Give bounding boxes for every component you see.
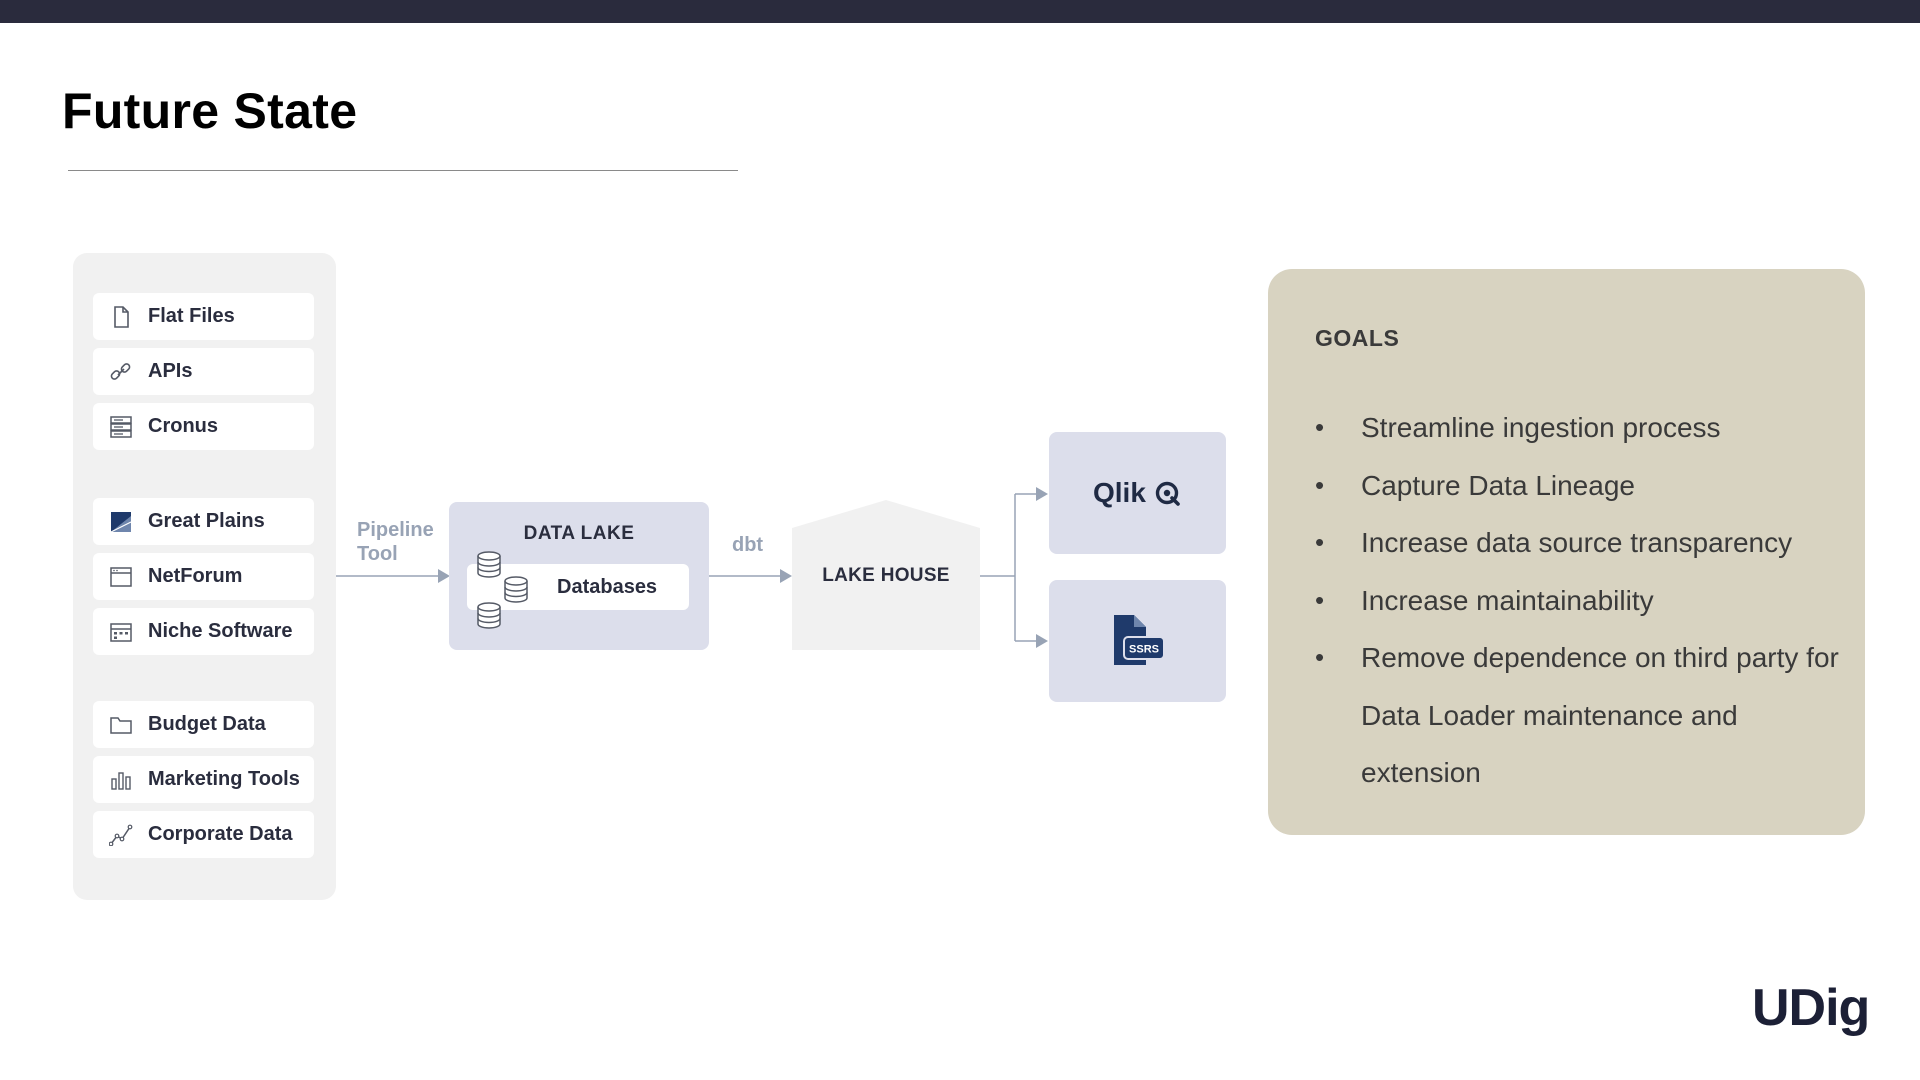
- svg-text:Qlik: Qlik: [1093, 477, 1146, 508]
- goal-item: •Increase data source transparency: [1315, 527, 1793, 558]
- source-item-label: Great Plains: [148, 510, 265, 532]
- source-item-label: Niche Software: [148, 620, 293, 642]
- goals-heading: GOALS: [1315, 325, 1400, 351]
- great-plains-icon: [108, 509, 134, 535]
- pipeline-tool-label: Pipeline Tool: [357, 519, 434, 565]
- goal-text: Remove dependence on third party for Dat…: [1361, 642, 1839, 788]
- api-link-icon: [108, 359, 134, 385]
- source-item-cronus: Cronus: [93, 403, 314, 450]
- databases-label: Databases: [557, 576, 658, 598]
- source-item-apis: APIs: [93, 348, 314, 395]
- databases-chip: Databases: [467, 564, 689, 610]
- source-systems-panel: Flat Files APIs Cronus Great Plains NetF…: [73, 253, 336, 900]
- data-lake-title: DATA LAKE: [523, 523, 635, 544]
- goal-text: Increase maintainability: [1361, 584, 1654, 616]
- pipeline-arrow: [336, 569, 450, 583]
- source-item-netforum: NetForum: [93, 553, 314, 600]
- title-divider: [68, 170, 738, 171]
- database-stack-icon: [477, 551, 528, 629]
- qlik-tool-box: Qlik: [1049, 432, 1226, 554]
- dbt-label: dbt: [732, 534, 764, 556]
- dbt-arrow: [709, 569, 792, 583]
- goal-text: Streamline ingestion process: [1361, 412, 1721, 443]
- source-item-label: Cronus: [148, 415, 218, 437]
- source-item-label: NetForum: [148, 565, 243, 587]
- goal-item: •Remove dependence on third party for Da…: [1315, 642, 1839, 788]
- bar-chart-icon: [108, 767, 134, 793]
- source-item-label: Marketing Tools: [148, 768, 300, 790]
- goal-item: •Increase maintainability: [1315, 584, 1654, 616]
- udig-logo: UDig: [1752, 979, 1870, 1037]
- goals-panel: GOALS •Streamline ingestion process •Cap…: [1268, 269, 1865, 835]
- source-item-great-plains: Great Plains: [93, 498, 314, 545]
- source-item-label: Flat Files: [148, 305, 235, 327]
- goal-text: Increase data source transparency: [1361, 527, 1793, 558]
- source-item-niche-software: Niche Software: [93, 608, 314, 655]
- source-item-corporate-data: Corporate Data: [93, 811, 314, 858]
- qlik-logo-icon: Qlik: [1093, 477, 1180, 508]
- window-icon: [108, 564, 134, 590]
- line-chart-icon: [108, 822, 134, 848]
- server-icon: [108, 414, 134, 440]
- goal-item: •Capture Data Lineage: [1315, 469, 1635, 501]
- file-icon: [108, 304, 134, 330]
- ssrs-report-icon: SSRS: [1113, 615, 1165, 665]
- source-item-flat-files: Flat Files: [93, 293, 314, 340]
- source-item-label: Corporate Data: [148, 823, 293, 845]
- lake-house-label: LAKE HOUSE: [822, 565, 950, 586]
- goal-item: •Streamline ingestion process: [1315, 412, 1721, 443]
- source-item-label: Budget Data: [148, 713, 266, 735]
- svg-text:SSRS: SSRS: [1129, 644, 1159, 656]
- page-title: Future State: [62, 83, 358, 139]
- folder-icon: [108, 712, 134, 738]
- source-item-marketing-tools: Marketing Tools: [93, 756, 314, 803]
- top-bar: [0, 0, 1920, 23]
- source-item-label: APIs: [148, 360, 193, 382]
- branch-connector: [980, 487, 1048, 648]
- ssrs-tool-box: SSRS: [1049, 580, 1226, 702]
- calendar-icon: [108, 619, 134, 645]
- source-item-budget-data: Budget Data: [93, 701, 314, 748]
- lake-house-shape: [792, 500, 980, 650]
- goal-text: Capture Data Lineage: [1361, 469, 1635, 501]
- goals-list: •Streamline ingestion process •Capture D…: [1315, 399, 1845, 802]
